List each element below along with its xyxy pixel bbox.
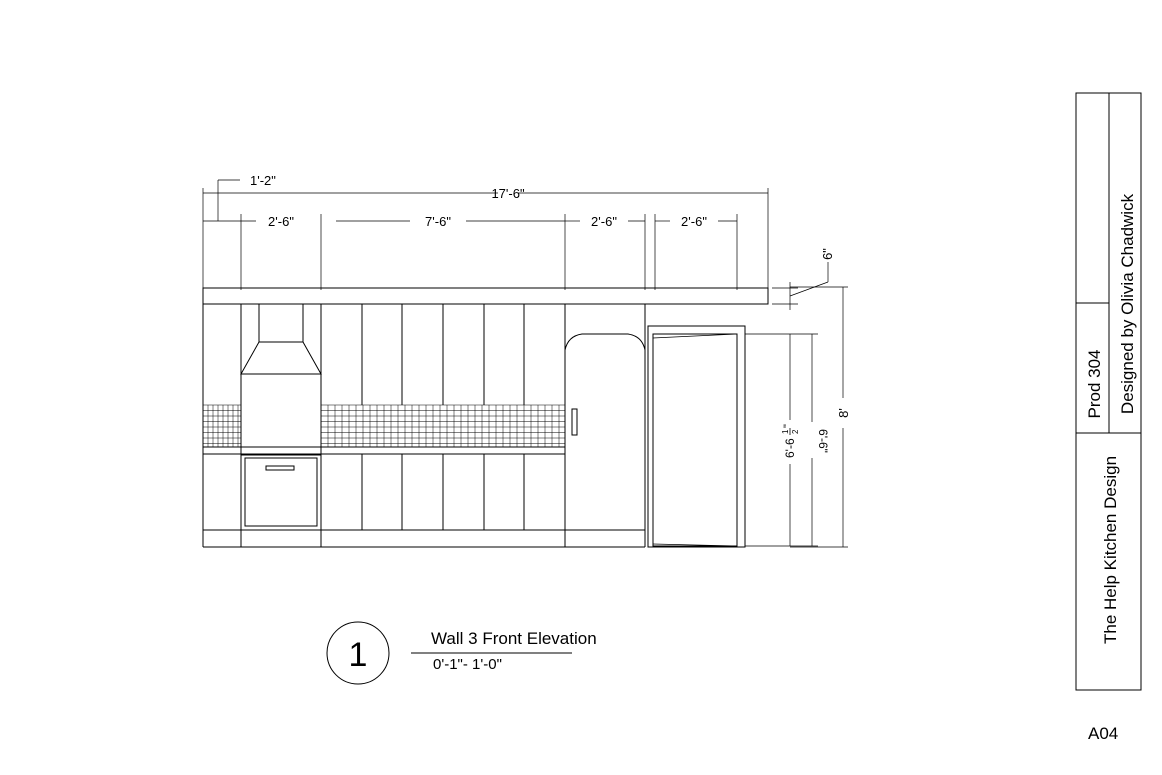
dim-segment-1: 2'-6" [268,214,294,229]
callout-title: Wall 3 Front Elevation [431,629,597,648]
callout-circle [326,621,390,685]
backsplash-tile-left [202,404,242,448]
oven [240,446,322,527]
dim-left-offset: 1'-2" [250,173,276,188]
backsplash-tile-right [320,404,566,448]
dim-door-height-b: 6'-6 1 2 " [781,424,800,458]
pantry-handle [571,408,578,436]
designer-credit: Designed by Olivia Chadwick [1118,193,1137,414]
callout-scale: 0'-1"- 1'-0" [433,656,502,673]
dim-crown: 6" [820,248,835,260]
dim-door-height-a: 6'-6" [816,429,830,453]
callout-number: 1 [349,636,368,674]
project-title: The Help Kitchen Design [1101,456,1120,644]
dimension-labels: 17'-6" 1'-2" 2'-6" 7'-6" 2'-6" 2'-6" 6" … [250,173,851,458]
pantry-arch [564,333,646,547]
range-hood [240,303,322,448]
dim-segment-3: 2'-6" [591,214,617,229]
dim-segment-4: 2'-6" [681,214,707,229]
view-callout: 1 Wall 3 Front Elevation 0'-1"- 1'-0" [326,621,597,685]
dim-wall-height: 8' [836,408,851,418]
title-block: The Help Kitchen Design Prod 304 Designe… [1075,92,1142,691]
svg-text:": " [782,424,794,428]
svg-text:6'-6: 6'-6 [783,438,797,458]
sheet-number: A04 [1088,724,1118,743]
wall-elevation [202,287,769,548]
dim-segment-2: 7'-6" [425,214,451,229]
doorway [647,325,746,548]
crown-molding [202,287,769,305]
svg-text:2: 2 [791,429,800,434]
svg-text:1: 1 [781,429,790,434]
dim-overall: 17'-6" [491,186,525,201]
dimension-lines [202,179,848,548]
project-code: Prod 304 [1085,350,1104,419]
